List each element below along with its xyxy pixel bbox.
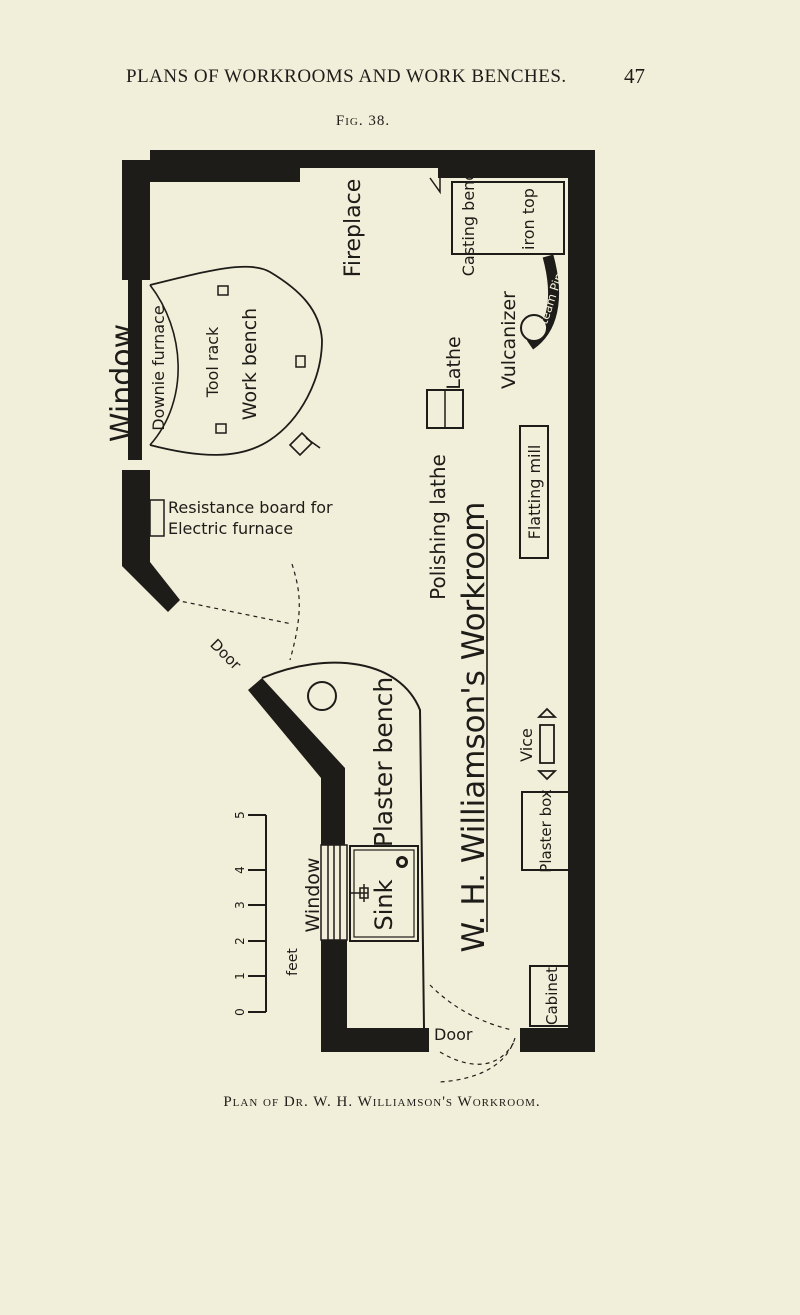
window-bottom-label: Window [302,858,324,933]
iron-top-label: iron top [519,188,538,250]
resistance-board-label-line2: Electric furnace [168,519,293,538]
window-top-panes [131,285,138,455]
cabinet-box [529,965,575,1027]
plaster-bench-outline [261,661,425,1029]
vice-label: Vice [517,728,536,762]
sink-label: Sink [370,879,398,930]
resistance-board-box [149,499,165,537]
fireplace-bracket [429,168,441,195]
left-wall-upper [122,160,150,280]
door-bottom-label: Door [434,1025,473,1044]
workroom-title-label: W. H. Williamson's Workroom [456,502,492,953]
scale-tick-4: 4 [233,866,247,874]
sink-faucet-icon [350,884,369,902]
work-bench-label: Work bench [239,308,261,420]
cabinet-label: Cabinet [543,967,561,1025]
tool-rack-label: Tool rack [203,326,222,398]
scale-tick-0: 0 [233,1008,247,1016]
bottom-wall-left [321,1028,429,1052]
bench-vice-icon [288,431,321,457]
plaster-bench-label: Plaster bench [369,677,398,847]
polishing-lathe-label: Polishing lathe [426,454,450,600]
plaster-box [521,791,573,871]
work-bench-outline [149,265,323,456]
page-header: PLANS OF WORKROOMS AND WORK BENCHES. 47 [0,64,800,94]
scale-bar [248,814,267,1013]
vulcanizer-label: Vulcanizer [498,291,520,389]
tool-rack-arc [149,284,179,446]
running-title: PLANS OF WORKROOMS AND WORK BENCHES. [126,66,567,87]
window-bottom-panes [320,844,348,941]
figure-label: Fig. 38. [335,113,391,129]
plaster-bench-bowl-icon [307,681,337,711]
door-top-label: Door [206,635,245,674]
scale-tick-1: 1 [233,972,247,980]
downie-furnace-label: Downie furnace [149,305,168,430]
left-wall-lower-diagonal [122,470,180,612]
flatting-mill-label: Flatting mill [525,445,544,540]
scale-tick-3: 3 [233,901,247,909]
top-wall [122,150,585,182]
casting-bench-box [451,181,565,255]
resistance-board-label-line1: Resistance board for [168,498,333,517]
plaster-box-label-text: Plaster box [537,789,555,873]
page-number: 47 [624,64,645,88]
lathe-label: Lathe [443,336,465,389]
scale-tick-5: 5 [233,811,247,819]
flatting-mill-box [519,425,549,559]
vulcanizer-circle [520,314,548,342]
fireplace-label: Fireplace [341,179,366,277]
figure-caption: Plan of Dr. W. H. Williamson's Workroom. [223,1094,541,1110]
walls [122,150,595,1052]
window-top-label: Window [105,324,140,442]
casting-bench-label: Casting bench [459,162,478,277]
scale-tick-2: 2 [233,937,247,945]
door-swing-lines [174,563,516,1083]
lower-wall-diagonal [248,678,345,845]
right-wall [568,150,595,1050]
vice-icon [536,707,558,781]
scale-unit-label: feet [285,948,301,976]
